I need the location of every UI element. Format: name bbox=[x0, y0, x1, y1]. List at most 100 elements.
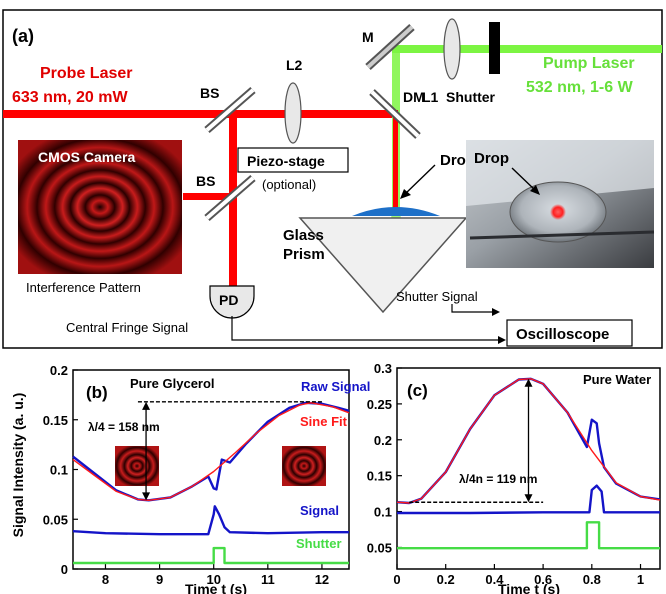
l1-label: L1 bbox=[422, 89, 439, 105]
chart-b-series-shutter bbox=[73, 546, 349, 565]
shutter-signal-label: Shutter Signal bbox=[396, 289, 478, 304]
panel-a: (a) Probe Laser 633 nm, 20 mW Pump Laser… bbox=[2, 9, 663, 349]
beam-splitter-top bbox=[204, 86, 256, 134]
lens-l1 bbox=[443, 18, 461, 80]
central-fringe-wire bbox=[231, 316, 500, 341]
chart-c-xtick-label: 0.6 bbox=[534, 572, 552, 587]
shutter-block bbox=[489, 22, 500, 74]
chart-c-ytick-label: 0.2 bbox=[374, 433, 392, 448]
chart-b-series-sine-fit bbox=[72, 402, 350, 501]
pd-label: PD bbox=[219, 292, 238, 308]
glass-prism bbox=[298, 217, 468, 314]
drop-arrow-right bbox=[511, 167, 537, 192]
drop-arrow-left-head bbox=[400, 189, 411, 199]
l2-label: L2 bbox=[286, 57, 303, 73]
chart-c-xtick-label: 0.4 bbox=[485, 572, 504, 587]
dichroic-mirror bbox=[369, 89, 421, 139]
bs-top-label: BS bbox=[200, 85, 219, 101]
cmos-camera-label: CMOS Camera bbox=[38, 149, 135, 165]
chart-b-xtick-label: 10 bbox=[206, 572, 220, 587]
chart-b-inset-right bbox=[282, 446, 326, 486]
chart-b-title: Pure Glycerol bbox=[130, 376, 215, 391]
shutter-signal-wire bbox=[451, 304, 494, 313]
oscilloscope-box bbox=[506, 319, 633, 347]
photodetector bbox=[209, 285, 255, 319]
drop-photo-label: Drop bbox=[474, 150, 509, 167]
chart-c-xtick-label: 0.8 bbox=[583, 572, 601, 587]
chart-b-xtick-label: 8 bbox=[102, 572, 109, 587]
chart-c-ytick-label: 0.1 bbox=[374, 505, 392, 520]
chart-b-ytick-label: 0.1 bbox=[50, 463, 68, 478]
pump-beam-horizontal bbox=[392, 45, 662, 53]
mirror-m bbox=[365, 24, 415, 70]
chart-c-series-shutter bbox=[397, 521, 660, 550]
chart-c-xlabel: Time t (s) bbox=[498, 581, 560, 594]
chart-b-label-signal: Signal bbox=[300, 503, 339, 518]
pump-laser-title: Pump Laser bbox=[543, 55, 635, 72]
probe-beam-to-camera bbox=[183, 193, 233, 200]
dm-label: DM bbox=[403, 89, 425, 105]
drop-arrow-right-head bbox=[530, 185, 540, 195]
chart-c-plot-frame bbox=[396, 367, 661, 570]
probe-laser-title: Probe Laser bbox=[40, 65, 132, 82]
chart-b-arrow-head-down bbox=[142, 492, 151, 501]
chart-b-ylabel: Signal Intensity (a. u.) bbox=[10, 393, 26, 538]
chart-b-ytick-label: 0.05 bbox=[43, 512, 68, 527]
chart-b-xtick-label: 12 bbox=[315, 572, 329, 587]
chart-c-arrow-head-up bbox=[524, 378, 533, 387]
chart-c-ytick-label: 0.25 bbox=[367, 397, 392, 412]
piezo-stage-box bbox=[237, 147, 349, 173]
optional-label: (optional) bbox=[262, 177, 316, 192]
chart-c-arrow-head-down bbox=[524, 494, 533, 503]
pump-laser-spec: 532 nm, 1-6 W bbox=[526, 79, 634, 96]
bs-mid-label: BS bbox=[196, 173, 215, 189]
interference-pattern-label: Interference Pattern bbox=[26, 280, 141, 295]
drop-photo bbox=[466, 140, 655, 268]
chart-c-panel-label: (c) bbox=[407, 381, 428, 400]
chart-c-xtick-label: 1 bbox=[637, 572, 644, 587]
lens-l2 bbox=[284, 82, 302, 144]
panel-a-label: (a) bbox=[12, 26, 34, 46]
chart-b-panel-label: (b) bbox=[86, 383, 108, 402]
chart-c-ytick-label: 0.05 bbox=[367, 540, 392, 555]
cmos-camera-image bbox=[18, 140, 182, 274]
chart-c-annotation: λ/4n = 119 nm bbox=[459, 472, 537, 486]
m-label: M bbox=[362, 29, 374, 45]
chart-b-xtick-label: 9 bbox=[156, 572, 163, 587]
shutter-label: Shutter bbox=[446, 89, 496, 105]
chart-b-label-shutter: Shutter bbox=[296, 536, 342, 551]
chart-c-xtick-label: 0 bbox=[393, 572, 400, 587]
chart-b-label-sine-fit: Sine Fit bbox=[300, 414, 348, 429]
chart-c: (c) Pure Water Time t (s) λ/4n = 119 nm … bbox=[367, 361, 661, 594]
chart-c-ytick-label: 0.15 bbox=[367, 469, 392, 484]
chart-b-series-signal bbox=[72, 505, 349, 536]
chart-c-ytick-label: 0.3 bbox=[374, 361, 392, 376]
probe-beam-horizontal bbox=[3, 110, 395, 118]
probe-laser-spec: 633 nm, 20 mW bbox=[12, 89, 129, 106]
chart-c-xtick-label: 0.2 bbox=[437, 572, 455, 587]
chart-b: (b) Pure Glycerol Signal Intensity (a. u… bbox=[10, 363, 370, 594]
chart-b-label-raw-signal: Raw Signal bbox=[301, 379, 370, 394]
drop-arrow-left bbox=[403, 164, 436, 196]
chart-c-series-signal bbox=[397, 484, 660, 515]
glass-label: Glass bbox=[283, 227, 324, 244]
chart-b-ytick-label: 0 bbox=[61, 562, 68, 577]
chart-b-xtick-label: 11 bbox=[261, 572, 275, 587]
central-fringe-signal-label: Central Fringe Signal bbox=[66, 320, 188, 335]
chart-b-inset-left bbox=[115, 446, 159, 486]
shutter-signal-arrow bbox=[492, 308, 500, 316]
piezo-stage-label: Piezo-stage bbox=[247, 153, 325, 169]
chart-b-annotation: λ/4 = 158 nm bbox=[88, 420, 160, 434]
chart-b-ytick-label: 0.15 bbox=[43, 413, 68, 428]
chart-b-ytick-label: 0.2 bbox=[50, 363, 68, 378]
prism-label: Prism bbox=[283, 246, 325, 263]
beam-splitter-mid bbox=[204, 174, 256, 222]
chart-b-xlabel: Time t (s) bbox=[185, 581, 247, 594]
oscilloscope-label: Oscilloscope bbox=[516, 326, 609, 343]
chart-c-series-fit bbox=[396, 378, 661, 504]
chart-b-arrow-head-up bbox=[142, 401, 151, 410]
probe-beam-down bbox=[393, 110, 398, 210]
chart-c-title: Pure Water bbox=[583, 372, 651, 387]
drop bbox=[352, 207, 440, 216]
